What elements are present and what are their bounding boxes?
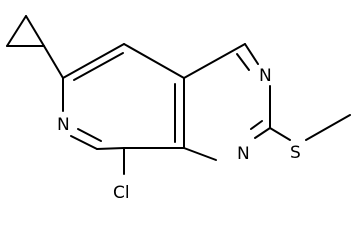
atom-label-n1: N bbox=[237, 144, 250, 164]
molecule-structure-diagram: N N N S Cl bbox=[6, 15, 351, 203]
methyl-bond bbox=[305, 114, 351, 141]
bond-double-inner bbox=[73, 52, 124, 81]
bond bbox=[183, 147, 217, 161]
thioether-bond bbox=[269, 127, 291, 141]
bond bbox=[70, 135, 98, 150]
atom-label-chlorine: Cl bbox=[113, 183, 130, 203]
bond bbox=[25, 15, 45, 47]
bond bbox=[183, 43, 246, 79]
bond bbox=[62, 43, 125, 79]
bond-double-inner bbox=[250, 120, 263, 130]
bond-double-inner bbox=[77, 128, 102, 142]
pyrimidine-ring bbox=[183, 43, 271, 161]
bond-double-inner bbox=[236, 53, 250, 71]
bond bbox=[96, 147, 125, 150]
cyclopropyl-attachment-bond bbox=[43, 45, 64, 79]
atom-label-sulfur: S bbox=[290, 143, 301, 163]
bond bbox=[6, 15, 27, 47]
pyridine-ring bbox=[62, 43, 185, 150]
bond bbox=[244, 43, 259, 65]
atom-label-n3: N bbox=[259, 66, 272, 86]
cyclopropyl-ring bbox=[6, 15, 45, 47]
bond bbox=[123, 43, 185, 79]
bond bbox=[254, 127, 271, 139]
atom-label-pyridine-n: N bbox=[57, 115, 70, 135]
